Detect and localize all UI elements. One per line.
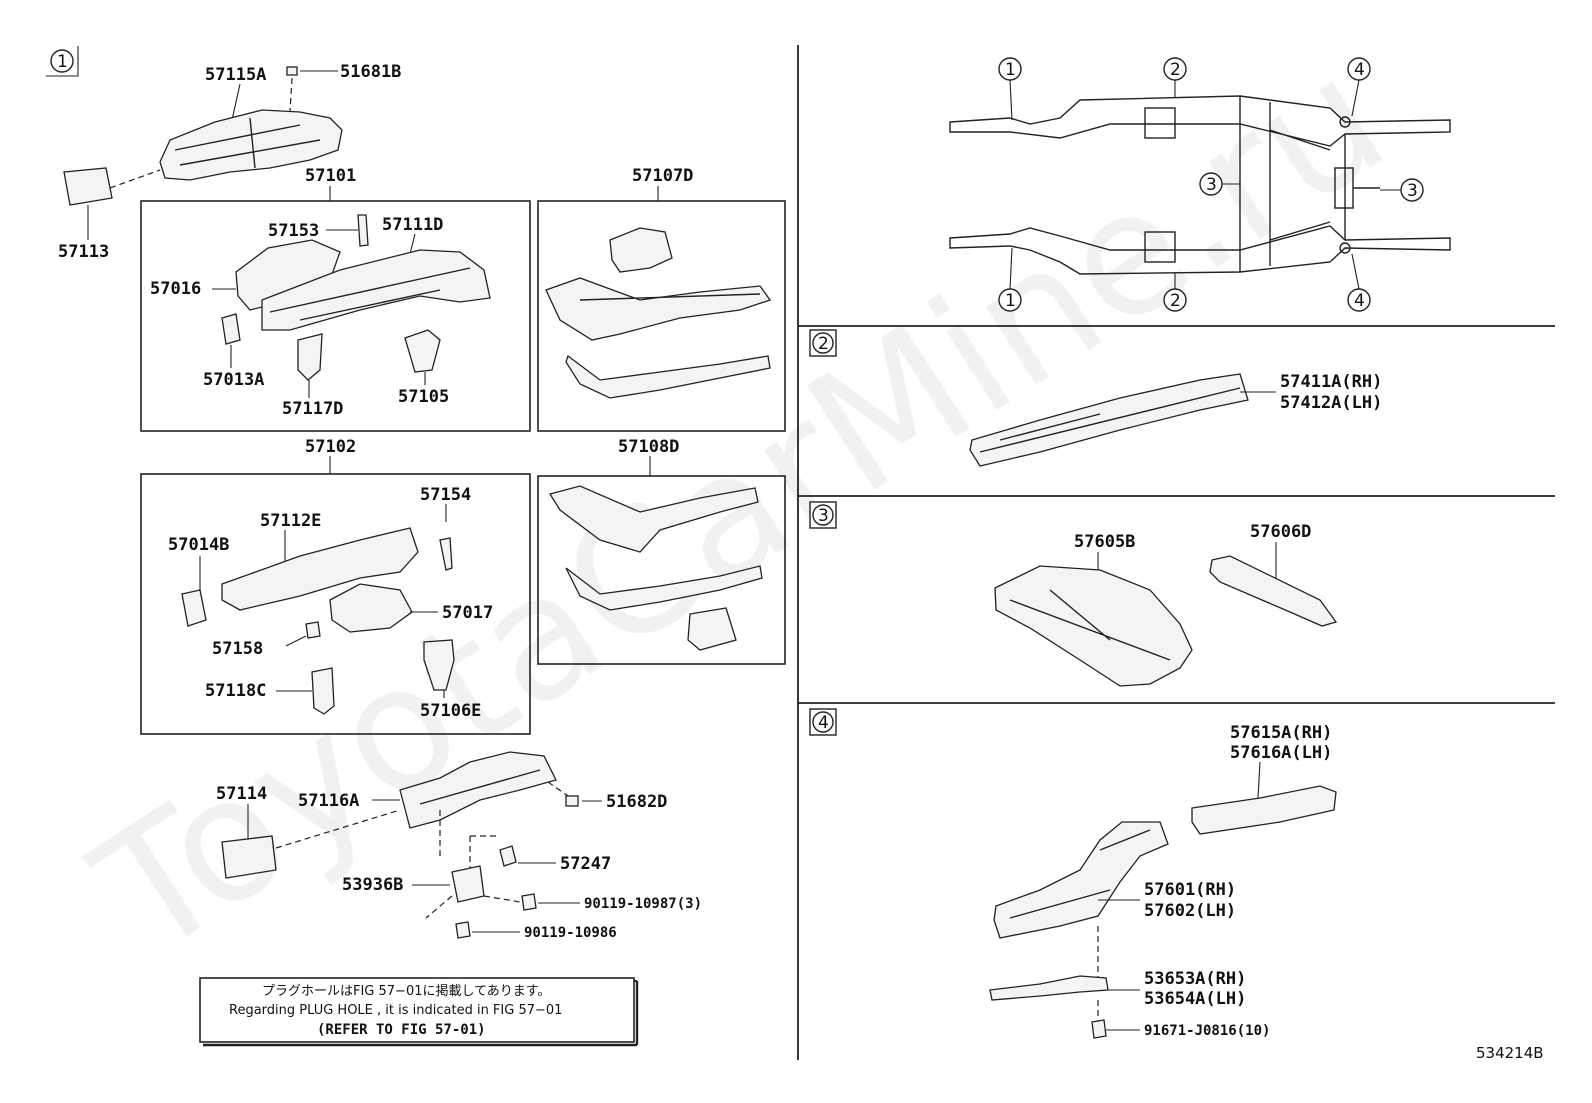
label-91671-J0816: 91671-J0816(10) [1144, 1023, 1270, 1039]
section-2: 2 57411A(RH) 57412A(LH) [809, 329, 1382, 467]
label-57016: 57016 [150, 279, 201, 299]
svg-text:3: 3 [818, 506, 829, 526]
note-line-ref: (REFER TO FIG 57-01) [317, 1022, 486, 1038]
label-51681B: 51681B [340, 62, 401, 82]
label-57411A: 57411A(RH) [1280, 372, 1382, 392]
bottom-group: 57114 57116A 51682D 57247 53936B 90119-1… [216, 751, 702, 941]
section-marker-1: 1 [46, 46, 79, 77]
svg-text:2: 2 [1170, 60, 1181, 80]
label-57013A: 57013A [203, 370, 264, 390]
label-57117D: 57117D [282, 399, 343, 419]
box-57102: 57102 57154 57112E 57014B 57017 57158 57… [140, 437, 531, 735]
svg-text:1: 1 [1005, 60, 1016, 80]
note-line-en: Regarding PLUG HOLE , it is indicated in… [229, 1003, 562, 1018]
frame-overview: 1 2 4 3 3 1 2 4 [949, 57, 1451, 312]
label-51682D: 51682D [606, 792, 667, 812]
box-57108D: 57108D [537, 437, 786, 665]
label-57412A: 57412A(LH) [1280, 393, 1382, 413]
label-57247: 57247 [560, 854, 611, 874]
label-57602: 57602(LH) [1144, 901, 1236, 921]
label-57106E: 57106E [420, 701, 481, 721]
label-57158: 57158 [212, 639, 263, 659]
svg-text:1: 1 [1005, 291, 1016, 311]
box-57101: 57101 57153 57111D 57016 57013A 57117D 5… [140, 166, 531, 432]
box-57101-title: 57101 [305, 166, 356, 186]
label-57017: 57017 [442, 603, 493, 623]
label-57615A: 57615A(RH) [1230, 723, 1332, 743]
label-57112E: 57112E [260, 511, 321, 531]
svg-text:1: 1 [57, 52, 68, 72]
box-57108D-title: 57108D [618, 437, 679, 457]
box-57107D-title: 57107D [632, 166, 693, 186]
box-57102-title: 57102 [305, 437, 356, 457]
svg-text:3: 3 [1407, 181, 1418, 201]
label-57118C: 57118C [205, 681, 266, 701]
label-57114: 57114 [216, 784, 267, 804]
label-57154: 57154 [420, 485, 471, 505]
label-57014B: 57014B [168, 535, 229, 555]
svg-text:4: 4 [1354, 60, 1365, 80]
label-57601: 57601(RH) [1144, 880, 1236, 900]
svg-text:2: 2 [818, 334, 829, 354]
label-57605B: 57605B [1074, 532, 1135, 552]
section-3: 3 57605B 57606D [809, 501, 1338, 687]
svg-text:3: 3 [1206, 175, 1217, 195]
label-57111D: 57111D [382, 215, 443, 235]
section-4: 4 57615A(RH) 57616A(LH) 57601(RH) 57602(… [809, 708, 1337, 1039]
label-57153: 57153 [268, 221, 319, 241]
label-53653A: 53653A(RH) [1144, 969, 1246, 989]
label-53936B: 53936B [342, 875, 403, 895]
svg-text:2: 2 [1170, 291, 1181, 311]
label-57116A: 57116A [298, 791, 359, 811]
svg-text:4: 4 [1354, 291, 1365, 311]
note-line-ja: プラグホールはFIG 57−01に掲載してあります。 [262, 983, 550, 999]
box-57107D: 57107D [537, 166, 786, 432]
note-box: プラグホールはFIG 57−01に掲載してあります。 Regarding PLU… [199, 977, 639, 1047]
label-57105: 57105 [398, 387, 449, 407]
image-code: 534214B [1476, 1044, 1544, 1062]
svg-text:4: 4 [818, 713, 829, 733]
label-57606D: 57606D [1250, 522, 1311, 542]
label-53654A: 53654A(LH) [1144, 989, 1246, 1009]
label-57616A: 57616A(LH) [1230, 743, 1332, 763]
label-90119-10986: 90119-10986 [524, 925, 617, 941]
top-group: 57115A 51681B 57113 [58, 62, 401, 262]
label-57113: 57113 [58, 242, 109, 262]
label-57115A: 57115A [205, 65, 266, 85]
label-90119-10987: 90119-10987(3) [584, 896, 702, 912]
